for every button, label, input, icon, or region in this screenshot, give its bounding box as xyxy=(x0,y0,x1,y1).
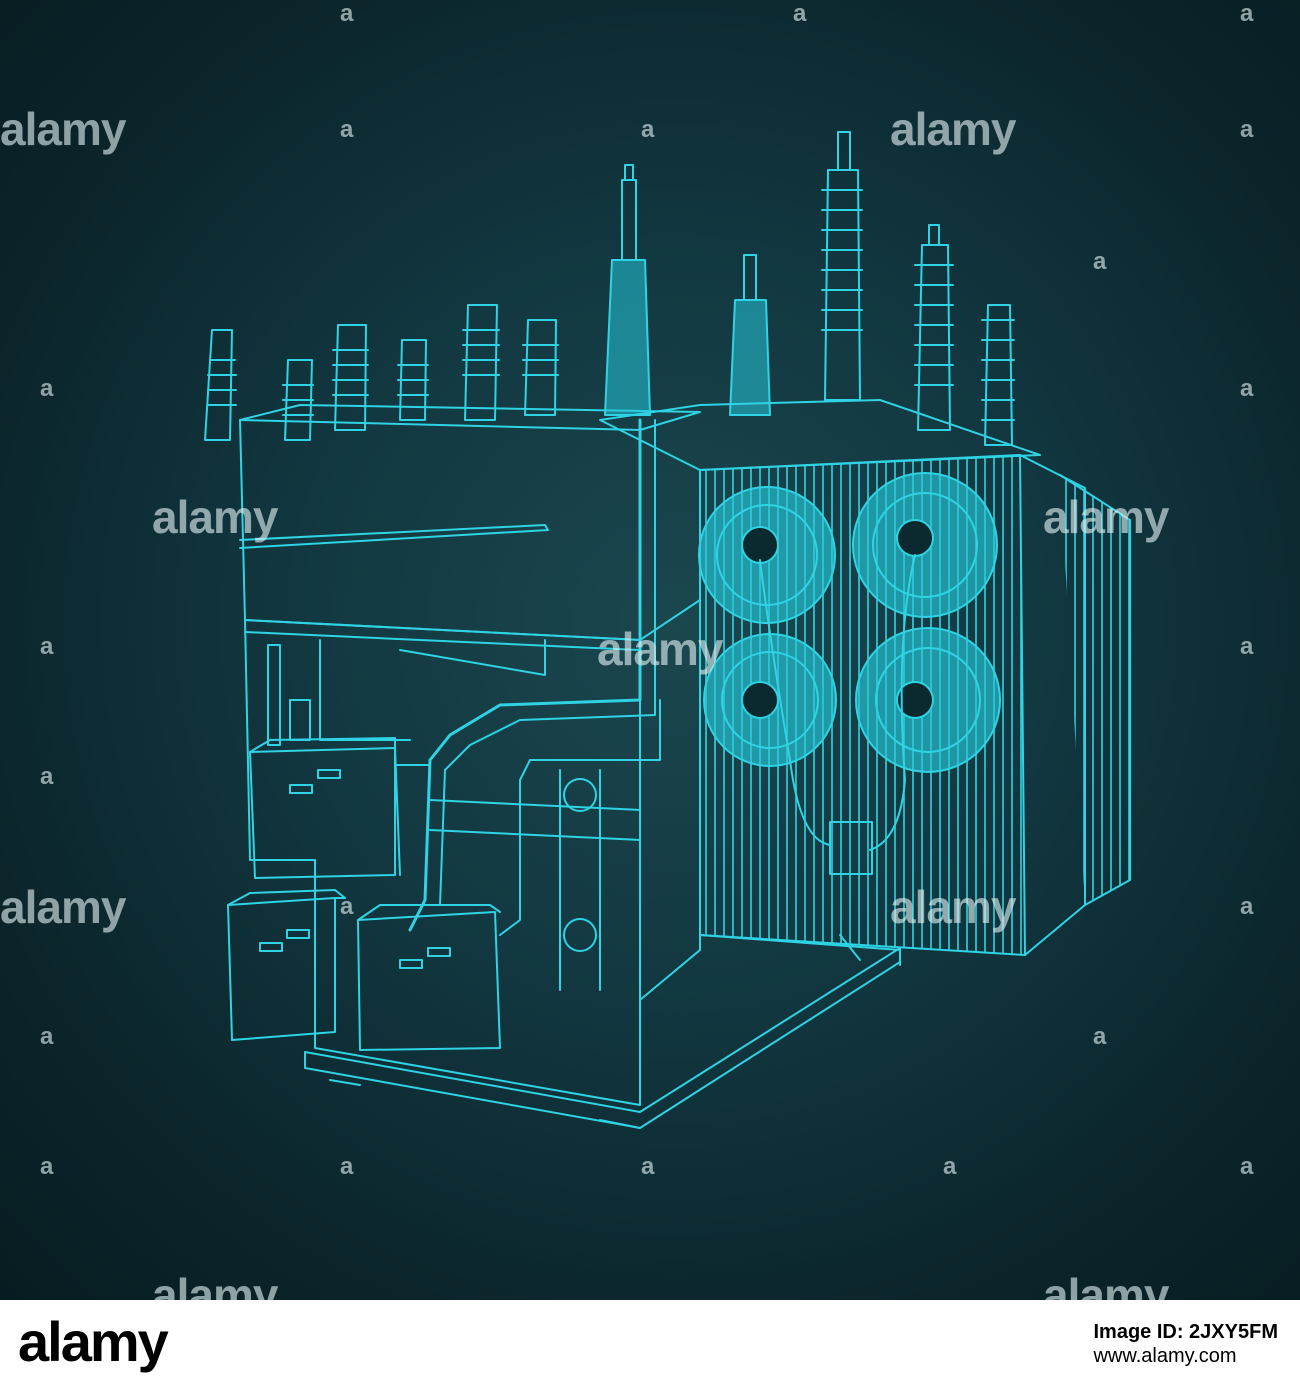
image-info: Image ID: 2JXY5FM www.alamy.com xyxy=(1093,1320,1278,1368)
watermark-mark: a xyxy=(40,1153,54,1180)
image-id: Image ID: 2JXY5FM xyxy=(1093,1321,1278,1343)
watermark-mark: a xyxy=(641,116,655,143)
watermark-mark: a xyxy=(1240,116,1254,143)
watermark-mark: a xyxy=(1240,375,1254,402)
watermark-mark: a xyxy=(40,763,54,790)
base-skid xyxy=(304,947,901,1129)
watermark-mark: a xyxy=(40,633,54,660)
oil-pipe xyxy=(408,418,642,932)
transformer-illustration xyxy=(204,131,1131,1129)
watermark-mark: a xyxy=(1240,0,1254,27)
watermark-mark: a xyxy=(340,0,354,27)
watermark-mark: a xyxy=(1093,248,1107,275)
hv-bushings xyxy=(604,131,1015,446)
cooling-fans xyxy=(698,472,1001,773)
control-box-1 xyxy=(249,737,401,879)
watermark-mark: a xyxy=(40,1023,54,1050)
blueprint-canvas: alamy alamy alamy alamy alamy alamy alam… xyxy=(0,0,1300,1300)
watermark-text: alamy xyxy=(152,1269,278,1300)
control-box-3 xyxy=(357,904,501,1051)
watermark-text: alamy xyxy=(1043,1269,1169,1300)
watermark-mark: a xyxy=(641,1153,655,1180)
alamy-logo: alamy xyxy=(18,1310,169,1373)
transformer-drawing xyxy=(204,131,1131,1129)
watermark-mark: a xyxy=(1240,893,1254,920)
watermark-mark: a xyxy=(340,1153,354,1180)
watermark-text: alamy xyxy=(0,881,126,933)
watermark-mark: a xyxy=(40,375,54,402)
watermark-text: alamy xyxy=(0,103,126,155)
watermark-text: alamy xyxy=(890,103,1016,155)
watermark-mark: a xyxy=(1240,633,1254,660)
stock-footer: alamy Image ID: 2JXY5FM www.alamy.com xyxy=(0,1300,1300,1390)
control-box-2 xyxy=(227,889,346,1041)
watermark-mark: a xyxy=(943,1153,957,1180)
watermark-text: alamy xyxy=(152,491,278,543)
watermark-text: alamy xyxy=(1043,491,1169,543)
watermark-mark: a xyxy=(340,893,354,920)
watermark-text: alamy xyxy=(597,623,723,675)
watermark-mark: a xyxy=(1240,1153,1254,1180)
watermark-text: alamy xyxy=(890,881,1016,933)
lv-bushings xyxy=(204,304,559,441)
watermark-mark: a xyxy=(340,116,354,143)
watermark-mark: a xyxy=(1093,1023,1107,1050)
site-url: www.alamy.com xyxy=(1093,1345,1237,1367)
watermark-mark: a xyxy=(793,0,807,27)
